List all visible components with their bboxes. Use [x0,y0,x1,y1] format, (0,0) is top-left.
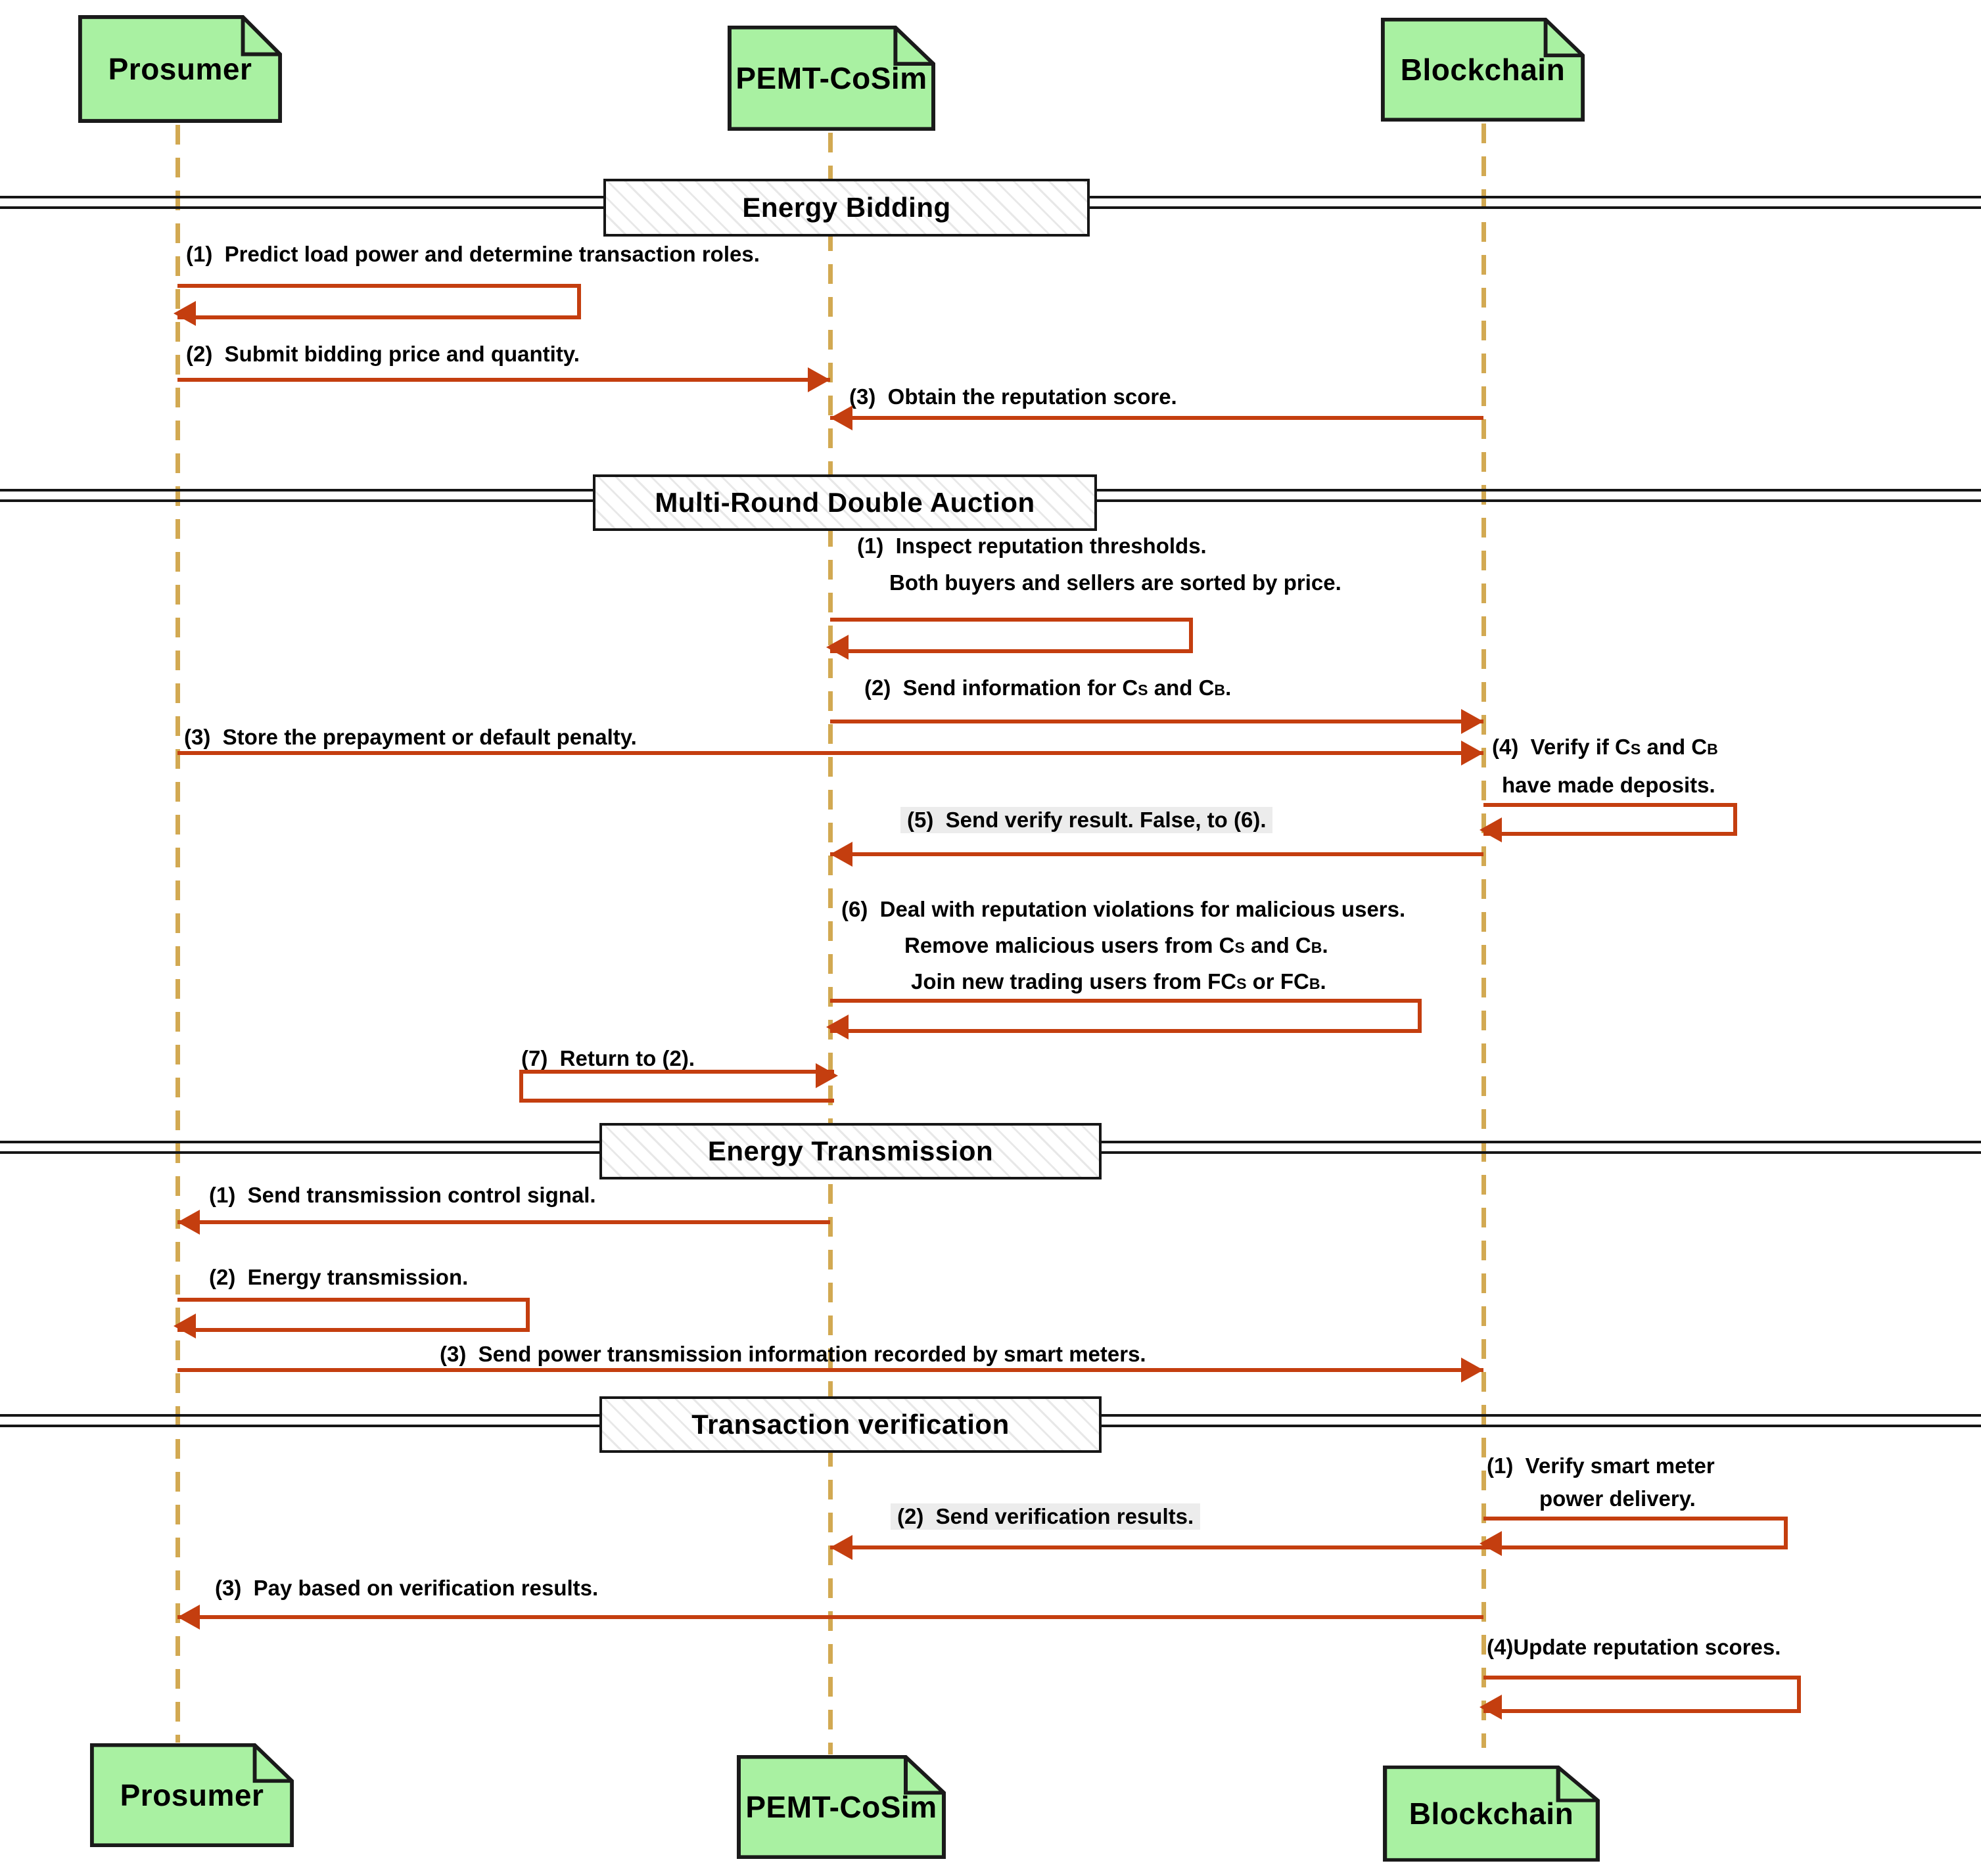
self-message-arrow [1480,1517,1788,1556]
message-label: (4) Verify if CS and CB [1492,735,1718,759]
arrowhead-right-icon [1461,709,1483,734]
message-label: (7) Return to (2). [521,1046,695,1070]
section-energy-transmission: Energy Transmission [599,1123,1102,1179]
arrowhead-left-icon [177,1605,200,1630]
message-label: (5) Send verify result. False, to (6). [900,807,1273,833]
actor-label: PEMT-CoSim [745,1790,937,1824]
section-title: Energy Bidding [742,192,951,223]
lifeline-prosumer [175,125,180,1743]
note-shape-icon [1383,1765,1600,1862]
message-arrow [177,1615,1483,1619]
arrowhead-left-icon [1480,817,1502,842]
arrowhead-left-icon [174,301,196,326]
message-label: (4)Update reputation scores. [1487,1635,1781,1659]
arrowhead-left-icon [830,405,852,430]
section-title: Energy Transmission [707,1135,994,1166]
message-label: (2) Send verification results. [891,1503,1201,1530]
message-label: (2) Energy transmission. [209,1265,469,1289]
arrowhead-left-icon [830,1535,852,1560]
note-shape-icon [727,25,936,131]
message-label: (3) Pay based on verification results. [215,1576,599,1600]
note-shape-icon [78,14,283,124]
message-label: (3) Store the prepayment or default pena… [184,725,637,749]
arrowhead-right-icon [816,1063,838,1088]
actor-label: Prosumer [108,52,252,86]
arrowhead-left-icon [830,842,852,867]
message-label: power delivery. [1539,1486,1696,1511]
message-arrow [830,416,1483,420]
self-message-arrow [1480,1676,1801,1720]
actor-blockchain-bottom: Blockchain [1382,1765,1600,1862]
actor-label: Blockchain [1400,53,1566,87]
actor-prosumer-top: Prosumer [78,14,283,124]
actor-pemt-cosim-top: PEMT-CoSim [727,25,936,131]
note-shape-icon [1380,17,1585,122]
self-message-arrow [174,284,581,326]
arrowhead-left-icon [1480,1695,1502,1720]
message-arrow [830,1545,1483,1549]
arrowhead-right-icon [808,367,830,392]
message-label: (1) Send transmission control signal. [209,1183,596,1207]
note-shape-icon [737,1754,946,1860]
message-arrow [830,720,1483,723]
lifeline-pemt-cosim [828,133,833,1754]
note-shape-icon [89,1743,294,1848]
section-title: Multi-Round Double Auction [655,487,1035,518]
message-arrow [177,378,830,382]
message-arrow [177,1220,830,1224]
section-multi-round-double-auction: Multi-Round Double Auction [593,474,1097,531]
message-label: (3) Send power transmission information … [440,1342,1146,1366]
message-label: (6) Deal with reputation violations for … [841,897,1406,921]
self-message-arrow [174,1298,530,1338]
actor-pemt-cosim-bottom: PEMT-CoSim [736,1754,946,1860]
arrowhead-left-icon [174,1314,196,1338]
message-label: (1) Inspect reputation thresholds. [857,534,1207,558]
arrowhead-left-icon [826,1015,849,1040]
message-arrow [177,1368,1483,1372]
self-message-arrow [826,618,1193,660]
actor-label: Blockchain [1409,1796,1574,1831]
section-title: Transaction verification [691,1409,1010,1440]
message-label: have made deposits. [1502,773,1715,797]
message-label: Join new trading users from FCS or FCB. [911,969,1326,994]
message-label: (2) Submit bidding price and quantity. [186,342,580,366]
self-message-arrow [826,999,1422,1040]
actor-blockchain-top: Blockchain [1380,17,1585,122]
arrowhead-left-icon [826,635,849,660]
arrowhead-left-icon [1480,1531,1502,1556]
actor-label: PEMT-CoSim [735,61,927,95]
message-arrow [177,751,1483,755]
self-message-arrow [519,1063,838,1103]
actor-prosumer-bottom: Prosumer [89,1743,294,1848]
section-transaction-verification: Transaction verification [599,1396,1102,1453]
lifeline-blockchain [1481,124,1486,1748]
message-label: (1) Verify smart meter [1487,1453,1715,1478]
message-label: (2) Send information for CS and CB. [864,675,1232,700]
message-arrow [830,852,1483,856]
message-label: Remove malicious users from CS and CB. [904,933,1328,957]
actor-label: Prosumer [120,1778,264,1812]
section-energy-bidding: Energy Bidding [603,179,1090,237]
arrowhead-right-icon [1461,1358,1483,1383]
self-message-arrow [1480,803,1737,842]
message-label: Both buyers and sellers are sorted by pr… [889,570,1341,595]
message-label: (3) Obtain the reputation score. [849,384,1177,409]
message-label: (1) Predict load power and determine tra… [186,242,760,266]
arrowhead-left-icon [177,1210,200,1235]
arrowhead-right-icon [1461,741,1483,766]
